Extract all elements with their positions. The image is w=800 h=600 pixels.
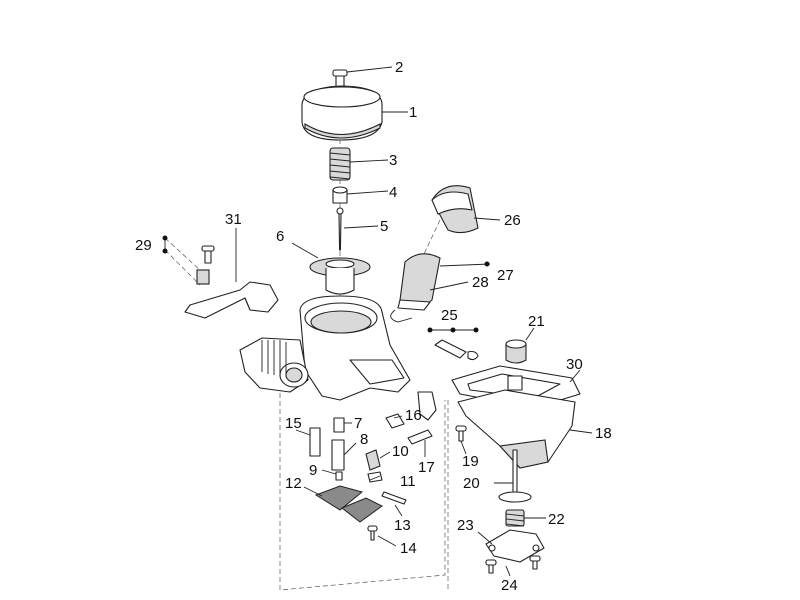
carburettor-top-cover (301, 85, 383, 141)
bracket-screw-and-spring (196, 245, 215, 285)
callout-18: 18 (595, 425, 612, 442)
callout-5: 5 (380, 218, 388, 235)
valve-spring (505, 509, 525, 527)
top-cover-screw (332, 69, 348, 89)
diaphragm (309, 257, 371, 295)
callout-19: 19 (462, 453, 479, 470)
callout-31: 31 (225, 211, 242, 228)
callout-2: 2 (395, 59, 403, 76)
callout-10: 10 (392, 443, 409, 460)
callout-11: 11 (400, 473, 416, 490)
fuel-tube (434, 339, 479, 361)
callout-6: 6 (276, 228, 284, 245)
automatic-starter (390, 253, 441, 323)
callout-9: 9 (309, 462, 317, 479)
float-assembly (314, 485, 407, 541)
float-chamber-plug (505, 339, 527, 364)
needle-retainer (332, 186, 348, 204)
callout-labels: 2 1 3 4 5 6 7 8 9 10 11 12 13 14 15 16 1… (135, 59, 612, 594)
callout-12: 12 (285, 475, 302, 492)
callout-25: 25 (441, 307, 458, 324)
callout-22: 22 (548, 511, 565, 528)
bottom-cover (485, 529, 545, 563)
jet-needle (336, 207, 344, 251)
callout-3: 3 (389, 152, 397, 169)
slide-spring (329, 147, 351, 181)
mounting-bracket (184, 281, 279, 319)
callout-27: 27 (497, 267, 514, 284)
starter-cover-cap (431, 185, 479, 234)
callout-23: 23 (457, 517, 474, 534)
callout-17: 17 (418, 459, 435, 476)
callout-16: 16 (405, 407, 422, 424)
callout-28: 28 (472, 274, 489, 291)
callout-24: 24 (501, 577, 518, 594)
callout-1: 1 (409, 104, 417, 121)
kit-dots (162, 235, 490, 333)
callout-7: 7 (354, 415, 362, 432)
callout-4: 4 (389, 184, 397, 201)
float-chamber-screw (455, 425, 467, 442)
callout-26: 26 (504, 212, 521, 229)
carburettor-body (239, 295, 411, 401)
jets-cluster (309, 417, 383, 483)
callout-21: 21 (528, 313, 545, 330)
callout-15: 15 (285, 415, 302, 432)
callout-20: 20 (463, 475, 480, 492)
callout-30: 30 (566, 356, 583, 373)
callout-13: 13 (394, 517, 411, 534)
starter-jet-elbow (385, 391, 437, 445)
callout-14: 14 (400, 540, 417, 557)
bottom-cover-screws (485, 555, 541, 574)
leader-lines (164, 66, 593, 577)
callout-8: 8 (360, 431, 368, 448)
float-needle-valve (498, 449, 532, 503)
callout-29: 29 (135, 237, 152, 254)
